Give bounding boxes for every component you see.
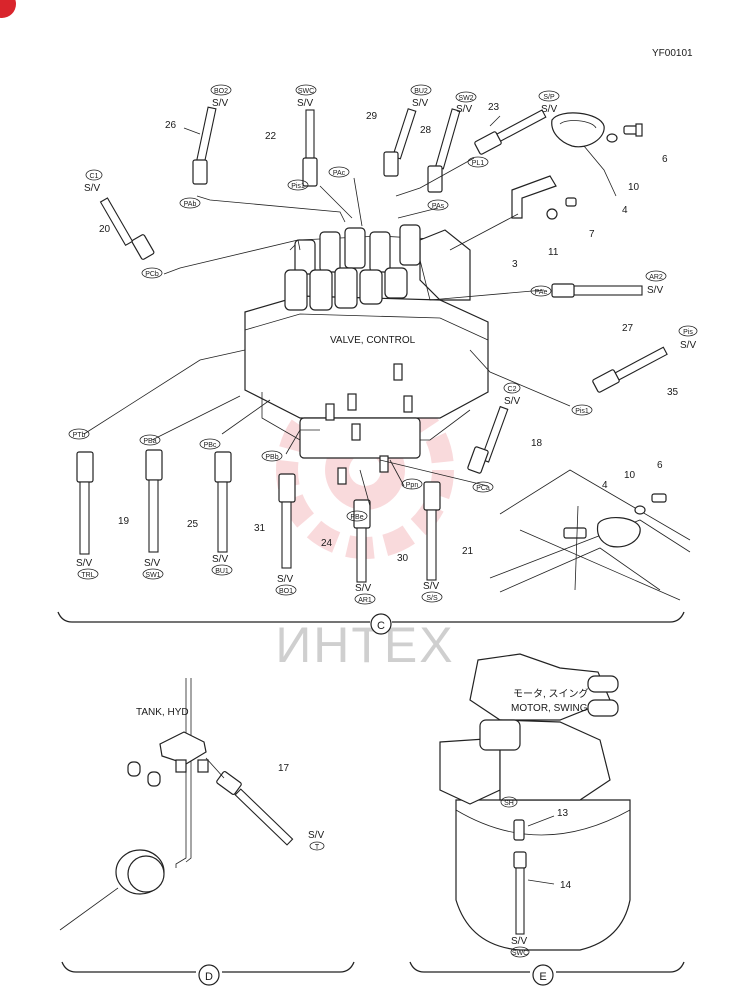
tag-c2: C2 bbox=[508, 386, 517, 393]
part-number: 4 bbox=[622, 205, 628, 216]
sv-label: S/V bbox=[297, 98, 313, 109]
sv-label: S/V bbox=[647, 285, 663, 296]
part-number: 28 bbox=[420, 125, 432, 136]
sv-label: S/V bbox=[277, 574, 293, 585]
port-pba: PBa bbox=[143, 438, 156, 445]
tag-swc-e: SWC bbox=[512, 950, 528, 957]
port-pae: PAe bbox=[535, 289, 548, 296]
part-number: 29 bbox=[366, 111, 378, 122]
tag-pis: Pis bbox=[683, 329, 693, 336]
part-number: 6 bbox=[662, 154, 668, 165]
valve-control-label: VALVE, CONTROL bbox=[330, 335, 416, 346]
port-pis1: Pis1 bbox=[291, 183, 305, 190]
tag-bo2: BO2 bbox=[214, 88, 228, 95]
sv-label: S/V bbox=[212, 554, 228, 565]
port-pbb: PBb bbox=[265, 454, 278, 461]
port-pcb: PCb bbox=[145, 271, 159, 278]
sv-label: S/V bbox=[144, 558, 160, 569]
part-number: 7 bbox=[589, 229, 595, 240]
sv-tags: BO2 SWC BU2 SW2 S/P C1 AR2 Pis C2 TRL SW… bbox=[81, 88, 693, 957]
part-number: 27 bbox=[622, 323, 634, 334]
part-number: 24 bbox=[321, 538, 333, 549]
section-letter-c: C bbox=[377, 620, 385, 632]
sv-label: S/V bbox=[355, 583, 371, 594]
part-number: 13 bbox=[557, 808, 569, 819]
section-c-view: VALVE, CONTROL bbox=[57, 84, 698, 623]
motor-swing-label: MOTOR, SWING bbox=[511, 703, 588, 714]
part-number: 10 bbox=[628, 182, 640, 193]
document-code: YF00101 bbox=[652, 48, 693, 59]
corner-badge bbox=[0, 0, 16, 18]
tag-sp: S/P bbox=[543, 94, 555, 101]
part-number: 21 bbox=[462, 546, 474, 557]
part-number: 17 bbox=[278, 763, 290, 774]
section-letter-d: D bbox=[205, 971, 213, 983]
part-number: 3 bbox=[512, 259, 518, 270]
sv-label: S/V bbox=[541, 104, 557, 115]
part-number: 35 bbox=[667, 387, 679, 398]
part-number: 30 bbox=[397, 553, 409, 564]
sv-label: S/V bbox=[680, 340, 696, 351]
tag-bu2: BU2 bbox=[414, 88, 428, 95]
port-tags: PAb Pis1 PAc PAs PL1 PCb PAe Pis1 PCa Pp… bbox=[73, 160, 589, 521]
sv-label: S/V bbox=[308, 830, 324, 841]
sv-label: S/V bbox=[456, 104, 472, 115]
part-number: 11 bbox=[548, 247, 559, 258]
port-pbe: PBe bbox=[350, 514, 363, 521]
sv-label: S/V bbox=[504, 396, 520, 407]
section-marker-c: C bbox=[370, 613, 392, 635]
sv-label: S/V bbox=[212, 98, 228, 109]
sv-label: S/V bbox=[84, 183, 100, 194]
section-letter-e: E bbox=[539, 971, 546, 983]
port-pbc: PBc bbox=[204, 442, 217, 449]
section-e-view bbox=[409, 653, 685, 973]
tag-ss: S/S bbox=[426, 595, 438, 602]
part-numbers: 26 22 29 28 23 6 10 4 7 11 3 20 27 35 18… bbox=[99, 102, 679, 891]
part-number: 26 bbox=[165, 120, 177, 131]
part-number: 10 bbox=[624, 470, 636, 481]
port-pab: PAb bbox=[184, 201, 197, 208]
part-number: 22 bbox=[265, 131, 277, 142]
part-number: 31 bbox=[254, 523, 266, 534]
tag-sw2: SW2 bbox=[458, 95, 473, 102]
tag-sw1: SW1 bbox=[145, 572, 160, 579]
tag-swc: SWC bbox=[298, 88, 314, 95]
watermark-text: ИНТЕХ bbox=[275, 617, 454, 673]
tag-c1: C1 bbox=[90, 173, 99, 180]
port-pl1: PL1 bbox=[472, 160, 485, 167]
part-number: 6 bbox=[657, 460, 663, 471]
tag-bo1: BO1 bbox=[279, 588, 293, 595]
section-marker-d: D bbox=[198, 964, 220, 986]
sv-label: S/V bbox=[423, 581, 439, 592]
port-pca: PCa bbox=[476, 485, 490, 492]
tag-t: T bbox=[315, 844, 320, 851]
port-pis1: Pis1 bbox=[575, 408, 589, 415]
tag-ar1: AR1 bbox=[358, 597, 372, 604]
tag-sh: SH bbox=[504, 800, 514, 807]
part-number: 20 bbox=[99, 224, 111, 235]
port-ptb: PTb bbox=[73, 432, 86, 439]
sv-label: S/V bbox=[511, 936, 527, 947]
tank-hyd-label: TANK, HYD bbox=[136, 707, 189, 718]
part-number: 23 bbox=[488, 102, 500, 113]
sv-label: S/V bbox=[412, 98, 428, 109]
part-number: 25 bbox=[187, 519, 199, 530]
port-pac: PAc bbox=[333, 170, 346, 177]
part-number: 4 bbox=[602, 480, 608, 491]
tag-ar2: AR2 bbox=[649, 274, 663, 281]
part-number: 19 bbox=[118, 516, 130, 527]
port-pas: PAs bbox=[432, 203, 445, 210]
section-d-view bbox=[59, 678, 355, 973]
section-marker-e: E bbox=[532, 964, 554, 986]
sv-label: S/V bbox=[76, 558, 92, 569]
motor-swing-jp-label: モータ, スイング bbox=[513, 687, 589, 700]
tag-bu1: BU1 bbox=[215, 568, 229, 575]
part-number: 14 bbox=[560, 880, 572, 891]
sv-labels: S/V S/V S/V S/V S/V S/V S/V S/V S/V S/V … bbox=[76, 98, 696, 947]
tag-trl: TRL bbox=[81, 572, 94, 579]
part-number: 18 bbox=[531, 438, 543, 449]
port-ppn: Ppn bbox=[406, 482, 419, 489]
